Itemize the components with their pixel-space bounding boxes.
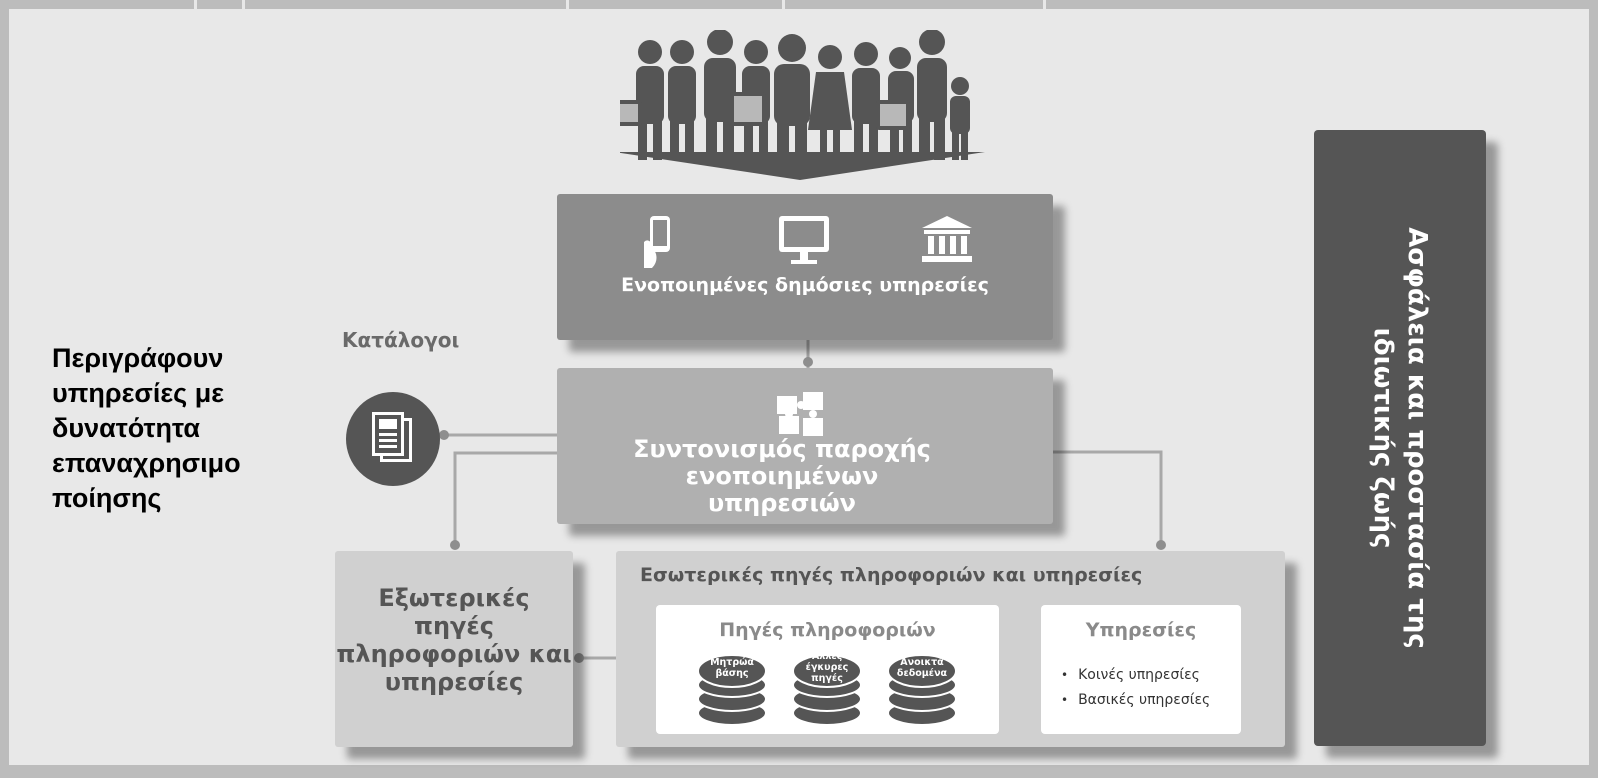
information-sources-title: Πηγές πληροφοριών bbox=[719, 619, 936, 641]
database-icon: Μητρώα βάσης bbox=[694, 651, 770, 727]
unified-services-title: Ενοποιημένες δημόσιες υπηρεσίες bbox=[621, 274, 989, 296]
services-list: Κοινές υπηρεσίες Βασικές υπηρεσίες bbox=[1061, 663, 1210, 713]
catalogs-label: Κατάλογοι bbox=[342, 328, 460, 352]
frame-tick bbox=[194, 0, 197, 9]
external-sources-box: Εξωτερικές πηγές πληροφοριών και υπηρεσί… bbox=[335, 551, 573, 747]
frame-bottom bbox=[0, 765, 1598, 778]
frame-tick bbox=[782, 0, 785, 9]
database-label: Άλλες έγκυρες πηγές bbox=[805, 651, 849, 684]
unified-services-box: Ενοποιημένες δημόσιες υπηρεσίες bbox=[557, 194, 1053, 340]
frame-tick bbox=[566, 0, 569, 9]
coordination-title: Συντονισμός παροχής ενοποιημένων υπηρεσι… bbox=[633, 435, 931, 517]
services-list-item: Κοινές υπηρεσίες bbox=[1061, 663, 1210, 688]
reusable-services-note: Περιγράφουν υπηρεσίες με δυνατότητα επαν… bbox=[52, 343, 241, 513]
services-title: Υπηρεσίες bbox=[1085, 619, 1197, 641]
services-list-item: Βασικές υπηρεσίες bbox=[1061, 688, 1210, 713]
coordination-box: Συντονισμός παροχής ενοποιημένων υπηρεσι… bbox=[557, 368, 1053, 524]
frame-top bbox=[0, 0, 1598, 9]
internal-sources-box: Εσωτερικές πηγές πληροφοριών και υπηρεσί… bbox=[616, 551, 1285, 747]
frame-tick bbox=[242, 0, 245, 9]
information-sources-card: Πηγές πληροφοριών Μητρώα βάσης bbox=[656, 605, 999, 734]
catalogs-circle bbox=[346, 392, 440, 486]
smartphone-icon bbox=[644, 216, 670, 268]
database-icon: Άλλες έγκυρες πηγές bbox=[789, 651, 865, 727]
public-building-icon bbox=[922, 216, 972, 262]
internal-sources-title: Εσωτερικές πηγές πληροφοριών και υπηρεσί… bbox=[640, 564, 1143, 586]
documents-icon bbox=[372, 412, 412, 462]
security-privacy-title: Ασφάλεια και προστασία της ιδιωτικής ζωή… bbox=[1368, 227, 1432, 649]
frame-right bbox=[1589, 0, 1598, 778]
external-sources-title: Εξωτερικές πηγές πληροφοριών και υπηρεσί… bbox=[336, 584, 572, 696]
services-card: Υπηρεσίες Κοινές υπηρεσίες Βασικές υπηρε… bbox=[1041, 605, 1241, 734]
database-label: Ανοικτά δεδομένα bbox=[896, 657, 948, 679]
security-privacy-panel: Ασφάλεια και προστασία της ιδιωτικής ζωή… bbox=[1314, 130, 1486, 746]
citizens-crowd-icon bbox=[620, 30, 985, 180]
database-icon: Ανοικτά δεδομένα bbox=[884, 651, 960, 727]
frame-left bbox=[0, 0, 9, 778]
database-label: Μητρώα βάσης bbox=[710, 657, 754, 679]
puzzle-icon bbox=[777, 392, 823, 436]
monitor-icon bbox=[779, 216, 829, 264]
frame-tick bbox=[1043, 0, 1046, 9]
